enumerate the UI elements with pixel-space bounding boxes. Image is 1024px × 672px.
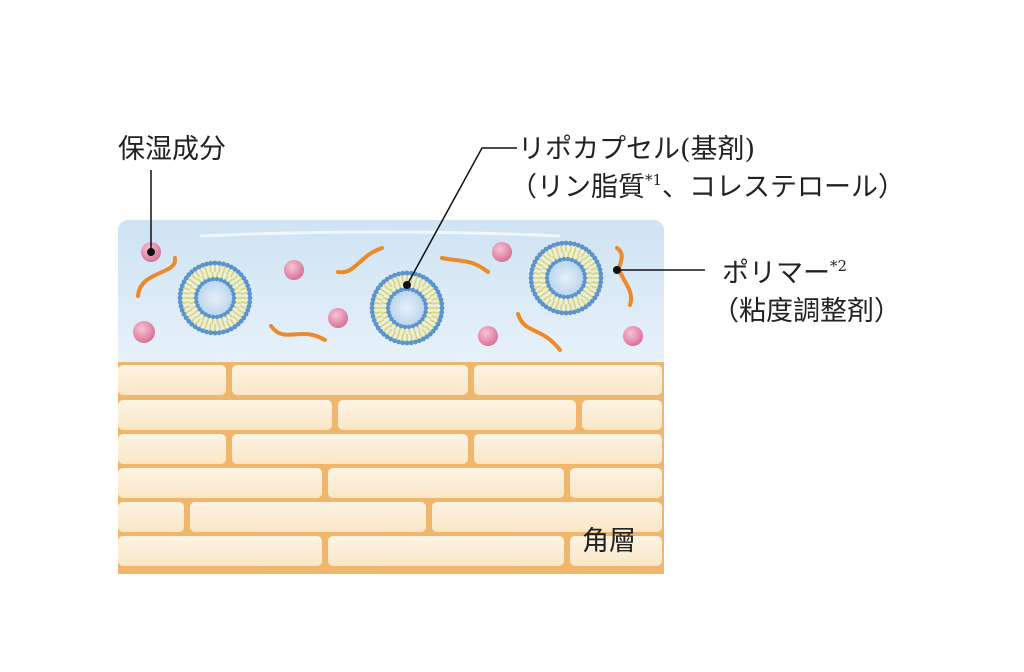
corneocyte-cell: [328, 536, 564, 566]
leader-lines: [150, 147, 705, 286]
label-lipocapsule-composition: （リン脂質*1、コレステロール）: [510, 171, 905, 203]
liposome: [369, 270, 445, 346]
label-polymer-role: （粘度調整剤）: [712, 296, 901, 327]
label-moisturizer: 保湿成分: [118, 134, 226, 165]
liposome: [528, 240, 604, 316]
label-lipocapsule: リポカプセル(基剤): [518, 134, 755, 165]
corneocyte-cell: [118, 502, 184, 532]
label-polymer: ポリマー*2: [722, 257, 847, 289]
liposome: [177, 260, 253, 336]
corneocyte-cell: [118, 400, 332, 430]
corneocyte-cell: [474, 365, 662, 395]
lipocapsule-pointer-dot: [403, 281, 411, 289]
corneocyte-cell: [570, 468, 662, 498]
moisturizer-pointer-dot: [147, 248, 155, 256]
polymer-pointer-dot: [613, 266, 621, 274]
corneocyte-cell: [190, 502, 426, 532]
corneocyte-cell: [328, 468, 564, 498]
corneocyte-cell: [570, 536, 662, 566]
corneocyte-cell: [582, 400, 662, 430]
corneocyte-cell: [432, 502, 662, 532]
corneocyte-cell: [474, 434, 662, 464]
liposomes: [177, 240, 604, 346]
corneocyte-cell: [232, 365, 468, 395]
corneocyte-cell: [338, 400, 576, 430]
corneocyte-cell: [232, 434, 468, 464]
corneocyte-cell: [118, 536, 322, 566]
label-stratum-corneum: 角層: [582, 526, 636, 557]
corneocyte-cell: [118, 434, 226, 464]
corneocyte-cell: [118, 365, 226, 395]
stratum-corneum: [118, 362, 664, 574]
corneocyte-cell: [118, 468, 322, 498]
